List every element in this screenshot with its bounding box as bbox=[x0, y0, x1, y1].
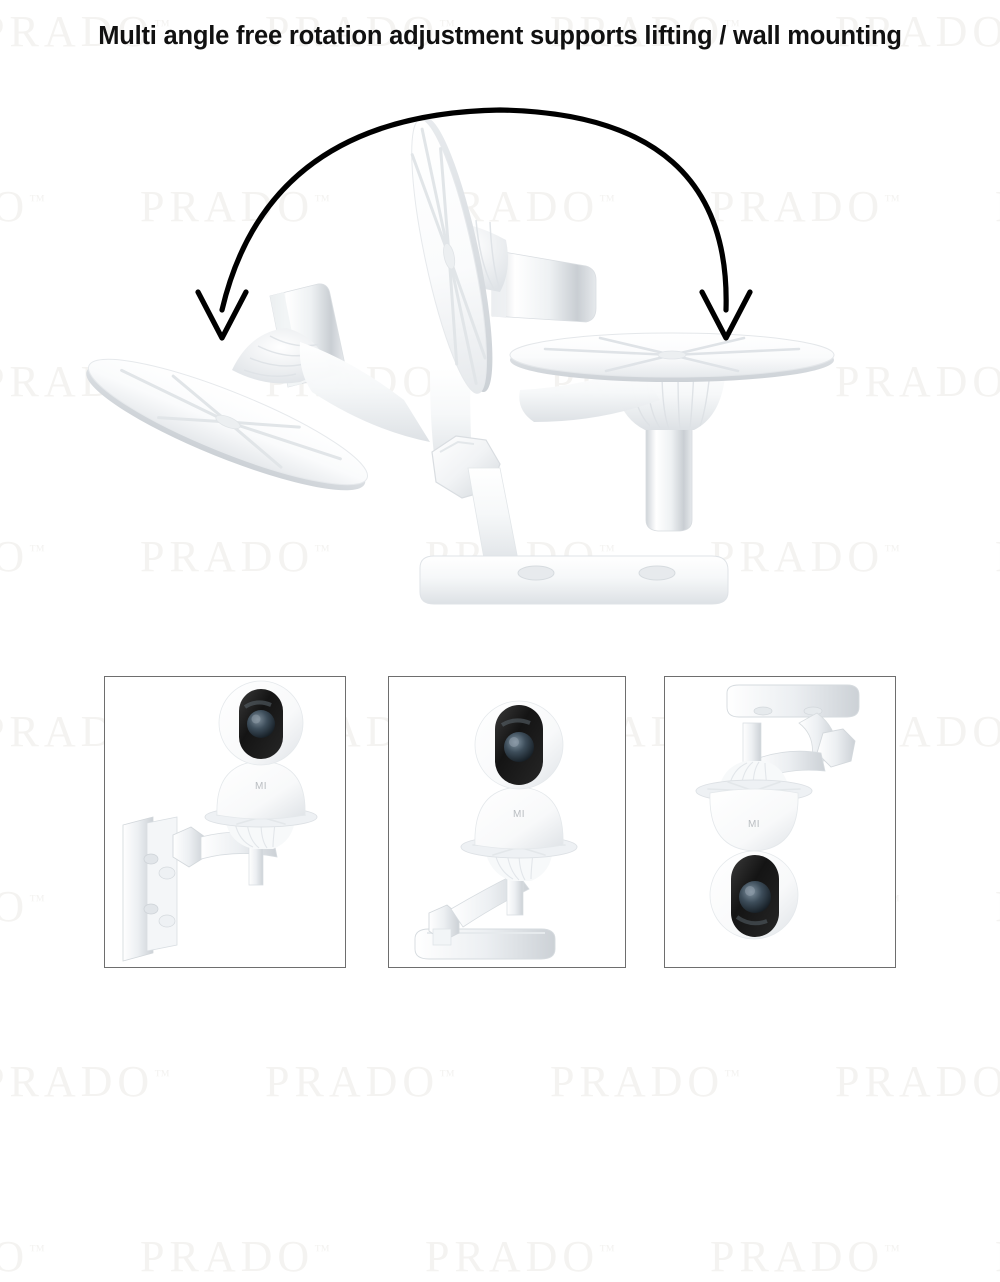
hero-product-illustration bbox=[0, 70, 1000, 650]
disc-spokes-left bbox=[120, 368, 342, 469]
base-screw-hole bbox=[638, 565, 676, 581]
thumbnail-wall-mount[interactable]: MI bbox=[104, 676, 346, 968]
watermark-text: PRADO™ bbox=[425, 1232, 615, 1281]
watermark-text: PRADO™ bbox=[0, 1232, 45, 1281]
watermark-text: PRADO™ bbox=[710, 1232, 900, 1281]
rotation-arc-double-arrow bbox=[195, 107, 753, 341]
watermark-text: PRADO™ bbox=[140, 1232, 330, 1281]
camera-base bbox=[709, 788, 799, 852]
disc-spokes-center bbox=[410, 127, 487, 385]
page-title: Multi angle free rotation adjustment sup… bbox=[0, 22, 1000, 51]
ceiling-plate bbox=[726, 684, 860, 718]
watermark-text: PRADO™ bbox=[0, 1057, 170, 1106]
arrowhead-left bbox=[195, 289, 249, 341]
camera-base bbox=[474, 786, 564, 850]
mount-position-left bbox=[86, 283, 430, 491]
wall-plate bbox=[122, 816, 178, 962]
thumbnail-ceiling-mount[interactable]: MI bbox=[664, 676, 896, 968]
camera-base bbox=[216, 760, 306, 820]
product-image-canvas: PRADO™ PRADO™ PRADO™ PRADO™ PRADO™ PRADO™ PRAD… bbox=[0, 7, 1000, 1281]
watermark-text: PRADO™ bbox=[835, 1057, 1000, 1106]
watermark-text: PRADO™ bbox=[995, 1231, 1000, 1282]
base-screw-hole bbox=[517, 565, 555, 581]
camera-lens bbox=[504, 732, 534, 762]
thumbnail-row: MI bbox=[0, 676, 1000, 972]
page-title-text: Multi angle free rotation adjustment sup… bbox=[98, 22, 902, 50]
camera-lens bbox=[739, 881, 771, 913]
camera-brand-mark: MI bbox=[513, 809, 525, 820]
camera-brand-mark: MI bbox=[748, 819, 760, 830]
thumbnail-desk-mount[interactable]: MI bbox=[388, 676, 626, 968]
mount-position-center bbox=[410, 117, 597, 470]
wall-base-plate bbox=[419, 467, 729, 605]
mount-position-right bbox=[509, 332, 835, 532]
arrowhead-right bbox=[699, 289, 753, 341]
watermark-text: PRADO™ bbox=[550, 1057, 740, 1106]
camera-lens bbox=[247, 710, 275, 738]
watermark-text: PRADO™ bbox=[265, 1057, 455, 1106]
camera-brand-mark: MI bbox=[255, 781, 267, 792]
